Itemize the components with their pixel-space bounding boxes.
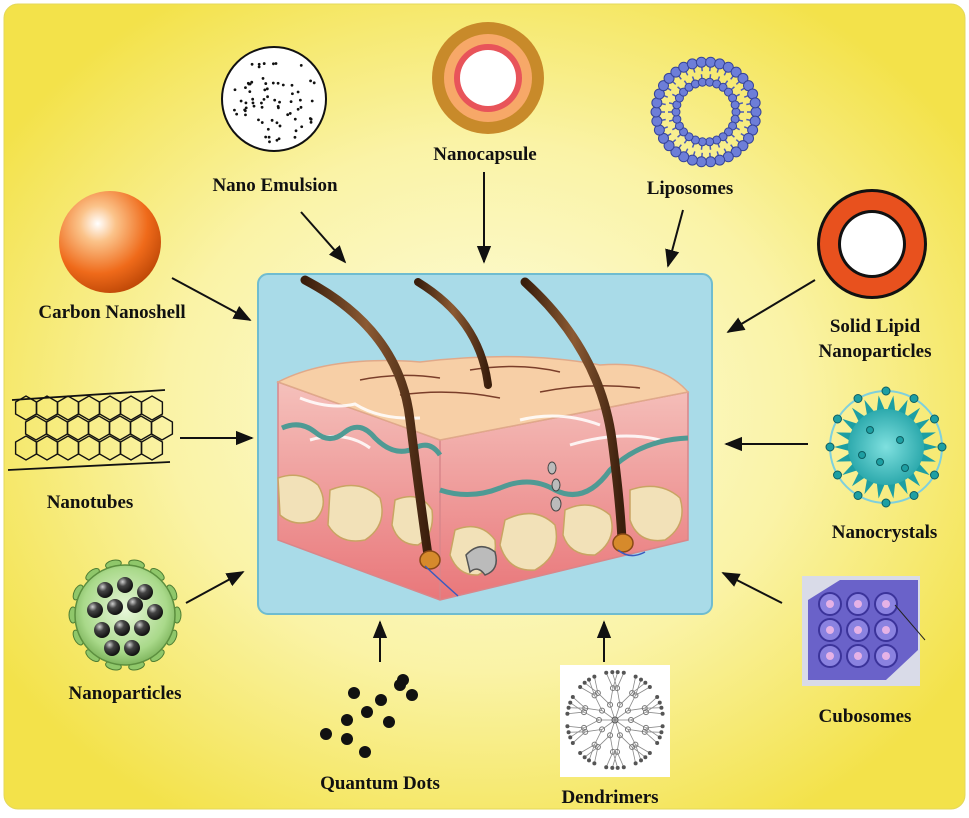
label-nanocrystals: Nanocrystals	[812, 520, 957, 545]
label-solid-lipid-line1: Solid Lipid	[800, 314, 950, 339]
carbon-nanoshell-icon	[59, 191, 161, 293]
cubosome-icon	[802, 576, 925, 686]
label-cubosomes: Cubosomes	[790, 704, 940, 729]
dendrimer-icon	[560, 665, 670, 777]
label-nanocapsule: Nanocapsule	[400, 142, 570, 167]
label-nanoparticles: Nanoparticles	[45, 681, 205, 706]
label-nano-emulsion: Nano Emulsion	[190, 173, 360, 198]
label-dendrimers: Dendrimers	[545, 785, 675, 810]
solid-lipid-nanoparticle-icon	[817, 189, 927, 299]
label-liposomes: Liposomes	[620, 176, 760, 201]
nanocapsule-icon	[432, 22, 544, 134]
label-nanotubes: Nanotubes	[20, 490, 160, 515]
label-quantum-dots: Quantum Dots	[295, 771, 465, 796]
nano-emulsion-icon	[222, 47, 326, 151]
label-carbon-nanoshell: Carbon Nanoshell	[14, 300, 210, 325]
label-solid-lipid-line2: Nanoparticles	[800, 339, 950, 364]
